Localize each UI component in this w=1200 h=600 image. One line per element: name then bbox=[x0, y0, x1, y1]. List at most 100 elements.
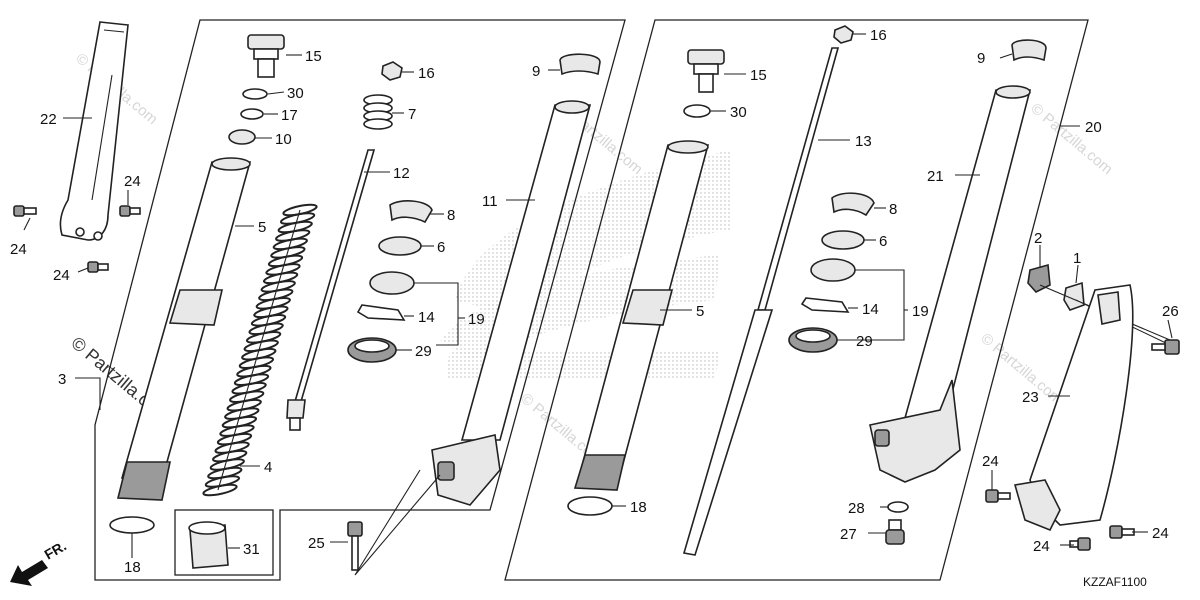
part-label: 10 bbox=[275, 131, 292, 148]
front-marker-text: FR. bbox=[42, 537, 70, 562]
part-label: 27 bbox=[840, 526, 857, 543]
bolt-part bbox=[119, 205, 141, 217]
oil-seal-part bbox=[810, 258, 856, 282]
part-label: 17 bbox=[281, 107, 298, 124]
part-label: 31 bbox=[243, 541, 260, 558]
o-ring-part bbox=[683, 104, 711, 118]
fork-guard-upper bbox=[59, 21, 129, 241]
part-label: 24 bbox=[1033, 538, 1050, 555]
part-label: 24 bbox=[124, 173, 141, 190]
damper-rod-part bbox=[286, 149, 376, 431]
part-label: 14 bbox=[418, 309, 435, 326]
left-group-frame bbox=[94, 19, 626, 581]
part-label: 18 bbox=[630, 499, 647, 516]
bolt-part bbox=[1069, 537, 1091, 551]
group-frames bbox=[94, 19, 1089, 581]
watermark-text: © Partzilla.com bbox=[1027, 100, 1115, 178]
part-label: 15 bbox=[305, 48, 322, 65]
part-label: 16 bbox=[418, 65, 435, 82]
part-label: 8 bbox=[447, 207, 455, 224]
collar-part bbox=[228, 129, 256, 145]
part-label: 19 bbox=[912, 303, 929, 320]
clamp-part bbox=[1027, 263, 1051, 293]
part-label: 8 bbox=[889, 201, 897, 218]
bolt-part bbox=[1151, 339, 1180, 355]
lower-slider-right bbox=[869, 85, 1032, 483]
front-arrow-icon bbox=[10, 560, 48, 586]
bolt-part bbox=[985, 489, 1011, 503]
bolt-25-part bbox=[347, 521, 363, 571]
part-label: 29 bbox=[415, 343, 432, 360]
o-ring-part bbox=[242, 88, 268, 100]
drain-bolt-part bbox=[885, 519, 905, 545]
bolt-part bbox=[13, 205, 37, 217]
part-label: 24 bbox=[53, 267, 70, 284]
part-label: 14 bbox=[862, 301, 879, 318]
clip-ring-part bbox=[559, 53, 601, 76]
part-label: 3 bbox=[58, 371, 66, 388]
part-label: 15 bbox=[750, 67, 767, 84]
part-label: 4 bbox=[264, 459, 272, 476]
part-label: 1 bbox=[1073, 250, 1081, 267]
fork-tube-right bbox=[573, 140, 710, 491]
washer-part bbox=[240, 108, 264, 120]
dust-seal-lip bbox=[795, 329, 831, 343]
part-labels: 22 24 24 24 15 30 17 10 5 3 4 18 31 16 7… bbox=[10, 27, 1179, 576]
bushing-part bbox=[821, 230, 865, 250]
part-label: 20 bbox=[1085, 119, 1102, 136]
part-label: 25 bbox=[308, 535, 325, 552]
leader-line bbox=[354, 469, 441, 576]
part-label: 24 bbox=[982, 453, 999, 470]
spring-coil bbox=[248, 322, 284, 336]
part-label: 21 bbox=[927, 168, 944, 185]
spring-coil bbox=[258, 288, 294, 302]
stopper-ring-part bbox=[831, 192, 875, 217]
part-label: 24 bbox=[10, 241, 27, 258]
nut-part bbox=[833, 25, 854, 44]
lower-slider-left bbox=[431, 100, 592, 506]
part-label: 6 bbox=[437, 239, 445, 256]
part-label: 5 bbox=[696, 303, 704, 320]
part-label: 9 bbox=[532, 63, 540, 80]
part-label: 7 bbox=[408, 106, 416, 123]
nut-part bbox=[381, 61, 403, 81]
spring-coil bbox=[255, 297, 291, 310]
spring-coil bbox=[250, 314, 287, 327]
clip-part bbox=[356, 304, 406, 321]
spring-coils bbox=[202, 203, 318, 497]
spring-coil bbox=[260, 280, 296, 293]
part-label: 28 bbox=[848, 500, 865, 517]
part-label: 2 bbox=[1034, 230, 1042, 247]
fork-tube-left bbox=[116, 157, 252, 501]
spring-coil bbox=[245, 331, 282, 344]
bushing-part bbox=[378, 236, 422, 256]
oil-seal-part bbox=[369, 271, 415, 295]
fork-bolt-part bbox=[687, 49, 725, 93]
part-label: 29 bbox=[856, 333, 873, 350]
spring-coil bbox=[253, 305, 289, 319]
o-ring-large-part bbox=[567, 496, 613, 516]
part-label: 22 bbox=[40, 111, 57, 128]
stopper-ring-part bbox=[389, 200, 433, 224]
part-label: 26 bbox=[1162, 303, 1179, 320]
spring-coil bbox=[202, 483, 238, 497]
part-label: 16 bbox=[870, 27, 887, 44]
part-label: 9 bbox=[977, 50, 985, 67]
front-direction-marker: FR. bbox=[10, 537, 69, 586]
o-ring-large-part bbox=[109, 516, 155, 534]
collar-31-part bbox=[174, 509, 274, 576]
part-label: 11 bbox=[482, 193, 498, 210]
part-label: 18 bbox=[124, 559, 141, 576]
part-label: 30 bbox=[730, 104, 747, 121]
clip-ring-part bbox=[1011, 39, 1047, 62]
part-label: 30 bbox=[287, 85, 304, 102]
damper-rod-right bbox=[682, 47, 840, 556]
part-label: 13 bbox=[855, 133, 872, 150]
fork-bolt-part bbox=[247, 34, 285, 78]
right-group-frame bbox=[504, 19, 1089, 581]
part-label: 5 bbox=[258, 219, 266, 236]
washer-small-part bbox=[887, 501, 909, 513]
leader-lines bbox=[23, 33, 1173, 558]
fork-guard-lower bbox=[1013, 284, 1134, 532]
